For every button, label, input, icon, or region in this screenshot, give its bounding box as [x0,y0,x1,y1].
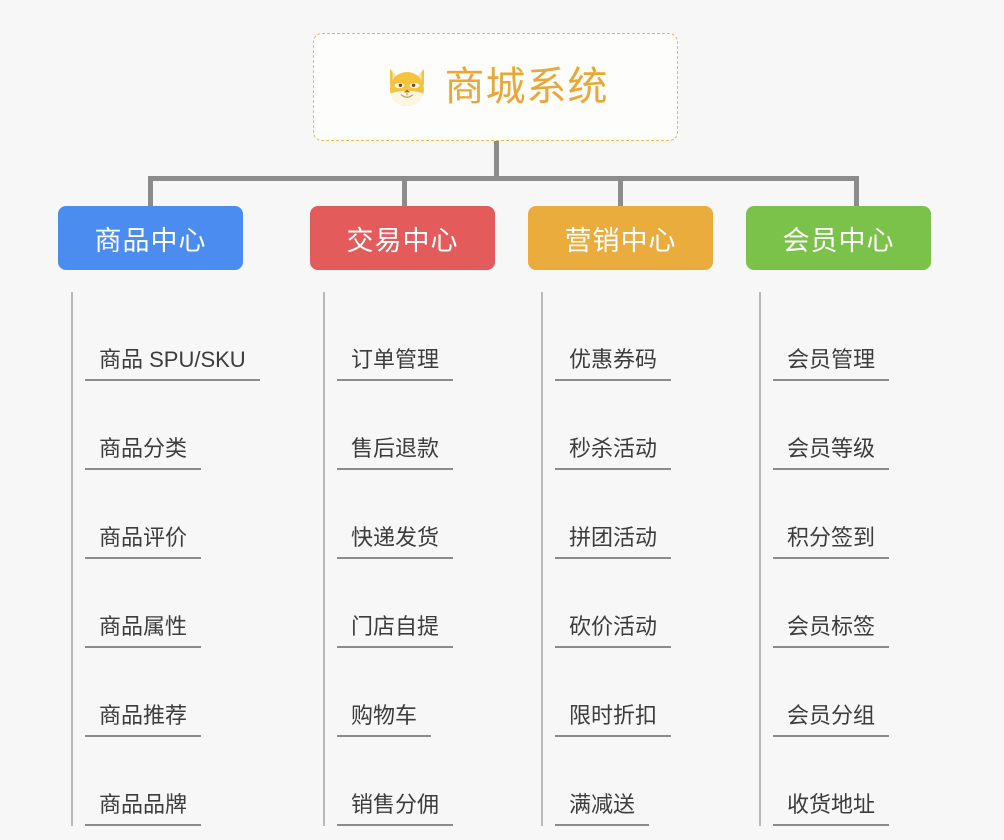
branch-spine [541,292,543,826]
branch-label: 营销中心 [564,225,677,256]
branch-label: 商品中心 [94,225,207,256]
list-item-label: 购物车 [337,703,432,737]
branch-label: 交易中心 [346,225,459,256]
list-item-label: 商品分类 [85,436,202,470]
list-item-label: 商品 SPU/SKU [85,347,260,381]
branch-spine [71,292,73,826]
list-item-label: 订单管理 [337,347,454,381]
list-item-label: 秒杀活动 [555,436,672,470]
list-item[interactable]: 商品分类 [58,381,338,470]
list-item-label: 砍价活动 [555,614,672,648]
branch-children-marketing: 优惠券码 秒杀活动 拼团活动 砍价活动 限时折扣 满减送 [528,292,758,826]
list-item-label: 商品品牌 [85,792,202,826]
branch-column-marketing: 营销中心 优惠券码 秒杀活动 拼团活动 砍价活动 限时折扣 满减送 [528,206,758,826]
list-item[interactable]: 秒杀活动 [528,381,758,470]
list-item-label: 商品推荐 [85,703,202,737]
list-item-label: 会员等级 [773,436,890,470]
list-item[interactable]: 门店自提 [310,559,540,648]
list-item[interactable]: 满减送 [528,737,758,826]
branch-spine [759,292,761,826]
list-item-label: 拼团活动 [555,525,672,559]
list-item[interactable]: 砍价活动 [528,559,758,648]
list-item[interactable]: 商品属性 [58,559,338,648]
branch-label: 会员中心 [782,225,895,256]
list-item[interactable]: 售后退款 [310,381,540,470]
list-item[interactable]: 收货地址 [746,737,976,826]
list-item-label: 积分签到 [773,525,890,559]
list-item-label: 会员标签 [773,614,890,648]
list-item[interactable]: 限时折扣 [528,648,758,737]
branch-column-product: 商品中心 商品 SPU/SKU 商品分类 商品评价 商品属性 商品推荐 商品品牌 [58,206,338,826]
branch-spine [323,292,325,826]
connector-drop-1 [148,176,153,208]
branch-children-member: 会员管理 会员等级 积分签到 会员标签 会员分组 收货地址 [746,292,976,826]
list-item[interactable]: 订单管理 [310,292,540,381]
list-item[interactable]: 购物车 [310,648,540,737]
branch-children-product: 商品 SPU/SKU 商品分类 商品评价 商品属性 商品推荐 商品品牌 [58,292,338,826]
list-item[interactable]: 优惠券码 [528,292,758,381]
branch-column-member: 会员中心 会员管理 会员等级 积分签到 会员标签 会员分组 收货地址 [746,206,976,826]
list-item-label: 会员分组 [773,703,890,737]
list-item[interactable]: 销售分佣 [310,737,540,826]
branch-header-product[interactable]: 商品中心 [58,206,243,270]
list-item[interactable]: 商品评价 [58,470,338,559]
list-item-label: 商品评价 [85,525,202,559]
connector-drop-2 [402,176,407,208]
branch-header-marketing[interactable]: 营销中心 [528,206,713,270]
list-item-label: 销售分佣 [337,792,454,826]
list-item[interactable]: 会员等级 [746,381,976,470]
shiba-dog-face-icon [383,63,431,111]
list-item[interactable]: 会员管理 [746,292,976,381]
list-item-label: 商品属性 [85,614,202,648]
branch-column-trade: 交易中心 订单管理 售后退款 快递发货 门店自提 购物车 销售分佣 [310,206,540,826]
connector-drop-3 [618,176,623,208]
connector-stem [494,141,499,180]
connector-bus [148,176,859,181]
branch-children-trade: 订单管理 售后退款 快递发货 门店自提 购物车 销售分佣 [310,292,540,826]
list-item-label: 售后退款 [337,436,454,470]
list-item-label: 收货地址 [773,792,890,826]
list-item[interactable]: 商品推荐 [58,648,338,737]
root-node[interactable]: 商城系统 [313,33,678,141]
list-item-label: 会员管理 [773,347,890,381]
list-item-label: 满减送 [555,792,650,826]
list-item[interactable]: 会员标签 [746,559,976,648]
list-item[interactable]: 积分签到 [746,470,976,559]
list-item[interactable]: 拼团活动 [528,470,758,559]
list-item[interactable]: 会员分组 [746,648,976,737]
list-item[interactable]: 商品品牌 [58,737,338,826]
list-item-label: 门店自提 [337,614,454,648]
list-item[interactable]: 快递发货 [310,470,540,559]
list-item[interactable]: 商品 SPU/SKU [58,292,338,381]
root-title: 商城系统 [444,65,609,109]
list-item-label: 优惠券码 [555,347,672,381]
list-item-label: 快递发货 [337,525,454,559]
branch-header-member[interactable]: 会员中心 [746,206,931,270]
list-item-label: 限时折扣 [555,703,672,737]
branch-header-trade[interactable]: 交易中心 [310,206,495,270]
connector-drop-4 [854,176,859,208]
